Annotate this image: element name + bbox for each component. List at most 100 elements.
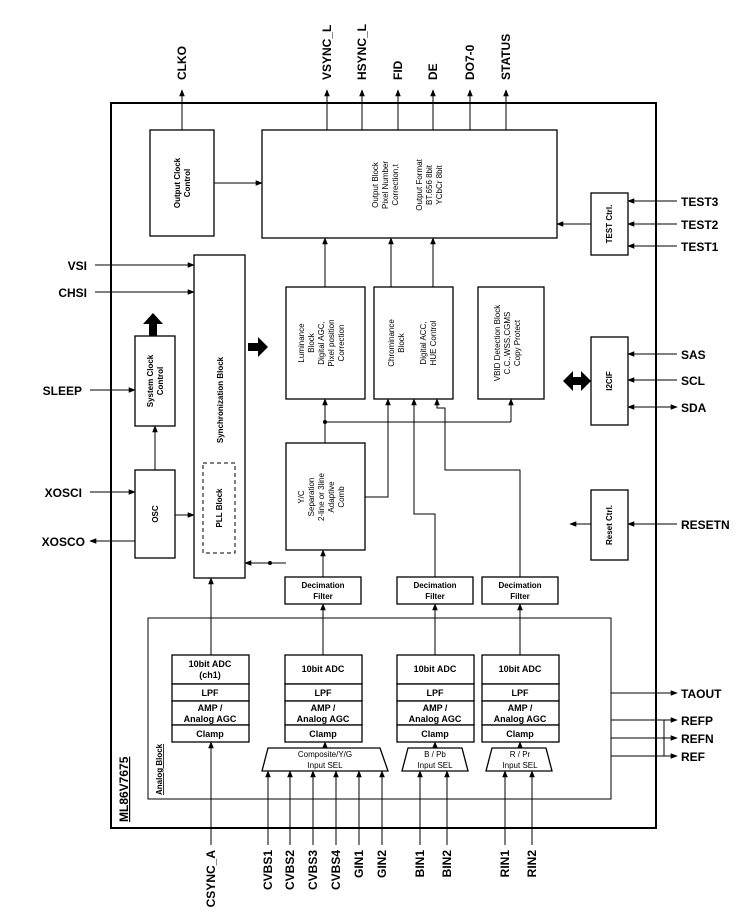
pin-test3: TEST3 [681, 195, 719, 209]
lpf-b: LPF [427, 688, 445, 698]
mux-composite-label-2: Input SEL [307, 761, 343, 770]
reset-ctrl-label: Reset Ctrl. [605, 505, 614, 545]
system-clock-control-block [134, 335, 176, 427]
luminance-line-3: Digital AGC, [317, 321, 326, 365]
pin-status: STATUS [499, 34, 513, 80]
test-pins: TEST3 TEST2 TEST1 [627, 195, 719, 254]
pin-vsync-l: VSYNC_L [320, 25, 334, 80]
adc-ch1-label-2: (ch1) [199, 670, 221, 680]
lpf-r: LPF [512, 688, 530, 698]
amp-b-2: Analog AGC [409, 714, 462, 724]
pin-vsi: VSI [68, 259, 87, 273]
luminance-line-2: Block [307, 332, 316, 353]
yc-line-4: Adaptive [327, 481, 336, 513]
pin-cvbs2: CVBS2 [283, 850, 297, 890]
luminance-line-5: Correction [337, 325, 346, 362]
adc-r-label: 10bit ADC [499, 664, 542, 674]
decimation-b-label-1: Decimation [413, 581, 456, 590]
decimation-filter-r [481, 576, 559, 605]
output-block-line-1: Output Block [371, 161, 380, 208]
luminance-line-4: Pixel position [327, 319, 336, 366]
lpf-y: LPF [315, 688, 333, 698]
luminance-line-1: Luminance [297, 323, 306, 363]
osc-block [134, 469, 176, 559]
pin-resetn: RESETN [681, 518, 730, 532]
amp-r-1: AMP / [508, 703, 533, 713]
i2c-pins: SAS SCL SDA [627, 348, 707, 415]
system-clock-up-arrow [143, 313, 163, 336]
reset-ctrl-block [590, 489, 629, 561]
mux-r-label-2: Input SEL [502, 761, 538, 770]
pin-csync-a: CSYNC_A [204, 850, 218, 908]
chrominance-line-4: Digital ACC, [419, 321, 428, 364]
i2cif-bidir-arrow [563, 371, 591, 391]
output-block-line-7: YCbCr 8bit [435, 165, 444, 205]
pin-cvbs4: CVBS4 [329, 850, 343, 890]
pin-sleep: SLEEP [43, 384, 82, 398]
adc-column-y: 10bit ADC LPF AMP / Analog AGC Clamp [284, 654, 363, 743]
chip-name: ML86V7675 [117, 756, 131, 822]
pin-taout: TAOUT [681, 687, 722, 701]
pin-refp: REFP [681, 714, 713, 728]
decimation-y-label-2: Filter [313, 592, 333, 601]
vbid-line-2: C.C.,WSS,CGMS [503, 312, 512, 375]
mux-b-label-1: B / Pb [424, 750, 446, 759]
decimation-b-label-2: Filter [425, 592, 445, 601]
pin-rin2: RIN2 [525, 850, 539, 878]
top-pins: CLKO VSYNC_L HSYNC_L FID DE DO7-0 STATUS [175, 24, 513, 130]
pll-block [202, 462, 236, 554]
pin-chsi: CHSI [58, 286, 87, 300]
analog-block-label: Analog Block [155, 743, 164, 795]
vbid-text: VBID Detection Block C.C.,WSS,CGMS Copy … [493, 304, 522, 381]
junction-dot [323, 420, 327, 424]
mux-composite [261, 747, 389, 772]
output-block-line-6: BT.656 8bit [425, 164, 434, 205]
left-pins: VSI CHSI SLEEP XOSCI XOSCO [42, 259, 195, 549]
vbid-block [477, 286, 545, 400]
amp-r-2: Analog AGC [494, 714, 547, 724]
test-ctrl-label: TEST Ctrl. [605, 205, 614, 244]
clamp-b: Clamp [421, 729, 449, 739]
amp-y-1: AMP / [311, 703, 336, 713]
pin-ref: REF [681, 750, 705, 764]
pin-gin1: GIN1 [352, 850, 366, 878]
chrominance-line-5: HUE Control [429, 320, 438, 365]
decimation-r-label-1: Decimation [498, 581, 541, 590]
chrominance-block [373, 286, 454, 400]
pll-block-label: PLL Block [215, 488, 224, 528]
vbid-line-3: Copy Protect [513, 319, 522, 366]
mux-composite-label-1: Composite/Y/G [298, 750, 352, 759]
lpf-ch1: LPF [202, 688, 220, 698]
pin-scl: SCL [681, 374, 705, 388]
yc-separation-text: Y/C Separation 2-line or 3line Adaptive … [297, 472, 346, 521]
amp-b-1: AMP / [423, 703, 448, 713]
pin-test1: TEST1 [681, 240, 719, 254]
output-block [261, 129, 558, 239]
adc-y-label: 10bit ADC [302, 664, 345, 674]
sync-block-label: Synchronization Block [216, 356, 225, 443]
clamp-y: Clamp [309, 729, 337, 739]
output-block-line-3: Correction,t [391, 164, 400, 206]
pin-bin1: BIN1 [413, 850, 427, 878]
pin-xosci: XOSCI [45, 486, 82, 500]
output-clock-control-label-1: Output Clock [173, 157, 182, 208]
analog-right-pins: TAOUT REFP REFN REF [611, 687, 722, 764]
yc-line-5: Comb [337, 486, 346, 508]
i2cif-label: I2CIF [605, 371, 614, 391]
yc-separation-block [285, 442, 366, 551]
system-clock-label-1: System Clock [146, 354, 155, 407]
luminance-block [285, 286, 366, 400]
pin-de: DE [426, 63, 440, 80]
decimation-r-label-2: Filter [510, 592, 530, 601]
mux-r-label-1: R / Pr [510, 750, 531, 759]
decimation-y-label-1: Decimation [301, 581, 344, 590]
output-block-line-5: Output Format [415, 158, 424, 210]
yc-line-1: Y/C [297, 490, 306, 504]
chrominance-line-2: Block [397, 332, 406, 353]
decimation-filter-y [284, 576, 362, 605]
mux-b-label-2: Input SEL [417, 761, 453, 770]
clamp-ch1: Clamp [196, 729, 224, 739]
pin-gin2: GIN2 [375, 850, 389, 878]
i2cif-block [590, 336, 629, 426]
